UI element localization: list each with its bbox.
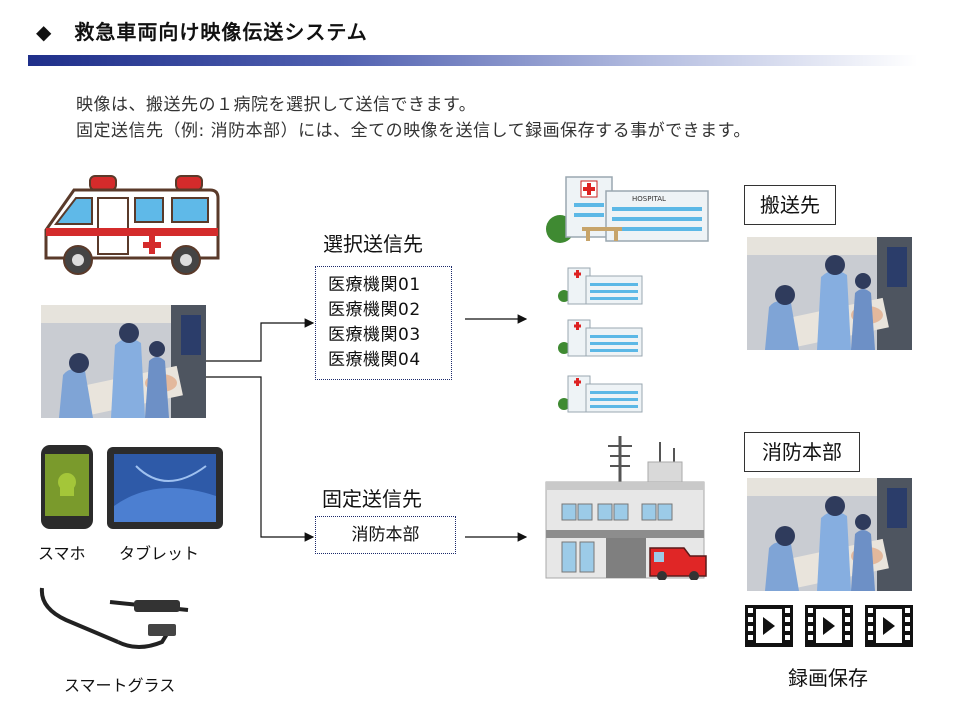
film-reel-icon bbox=[745, 605, 793, 647]
selective-destination-list: 医療機関01 医療機関02 医療機関03 医療機関04 bbox=[315, 266, 452, 380]
transport-destination-label: 搬送先 bbox=[744, 185, 836, 225]
hospital-large-icon: HOSPITAL bbox=[546, 176, 709, 243]
fire-hq-destination-label: 消防本部 bbox=[744, 432, 860, 472]
page-title: ◆ 救急車両向け映像伝送システム bbox=[36, 16, 368, 45]
intro-line-2: 固定送信先（例: 消防本部）には、全ての映像を送信して録画保存する事ができます。 bbox=[76, 121, 751, 141]
smart-glasses-icon bbox=[39, 587, 189, 649]
title-bullet: ◆ bbox=[36, 20, 53, 44]
tablet-label: タブレット bbox=[119, 544, 200, 563]
hospital-small-icon bbox=[558, 319, 643, 357]
ambulance-icon bbox=[44, 175, 220, 275]
list-item: 医療機関01 bbox=[328, 275, 421, 295]
intro-line-1: 映像は、搬送先の１病院を選択して送信できます。 bbox=[76, 95, 477, 115]
ambulance-interior-photo bbox=[41, 305, 206, 418]
film-reel-icon bbox=[805, 605, 853, 647]
hospital-small-icon bbox=[558, 375, 643, 413]
selective-destination-heading: 選択送信先 bbox=[323, 232, 423, 256]
hospital-sign: HOSPITAL bbox=[632, 195, 666, 203]
intro-text: 映像は、搬送先の１病院を選択して送信できます。 固定送信先（例: 消防本部）には… bbox=[76, 92, 751, 144]
title-text: 救急車両向け映像伝送システム bbox=[74, 20, 368, 44]
smart-glasses-label: スマートグラス bbox=[64, 676, 176, 695]
fixed-destination-box: 消防本部 bbox=[315, 516, 456, 554]
smartphone-icon bbox=[41, 445, 93, 529]
fire-hq-destination-photo bbox=[747, 478, 912, 591]
fixed-destination-heading: 固定送信先 bbox=[322, 487, 422, 511]
smartphone-label: スマホ bbox=[38, 544, 86, 563]
fire-station-icon bbox=[545, 436, 707, 580]
list-item: 医療機関03 bbox=[328, 325, 421, 345]
title-underline-bar bbox=[28, 55, 918, 66]
tablet-icon bbox=[107, 447, 223, 529]
hospital-small-icon bbox=[558, 267, 643, 305]
list-item: 医療機関02 bbox=[328, 300, 421, 320]
transport-destination-photo bbox=[747, 237, 912, 350]
recording-label: 録画保存 bbox=[788, 666, 868, 690]
film-reel-icon bbox=[865, 605, 913, 647]
list-item: 医療機関04 bbox=[328, 350, 421, 370]
